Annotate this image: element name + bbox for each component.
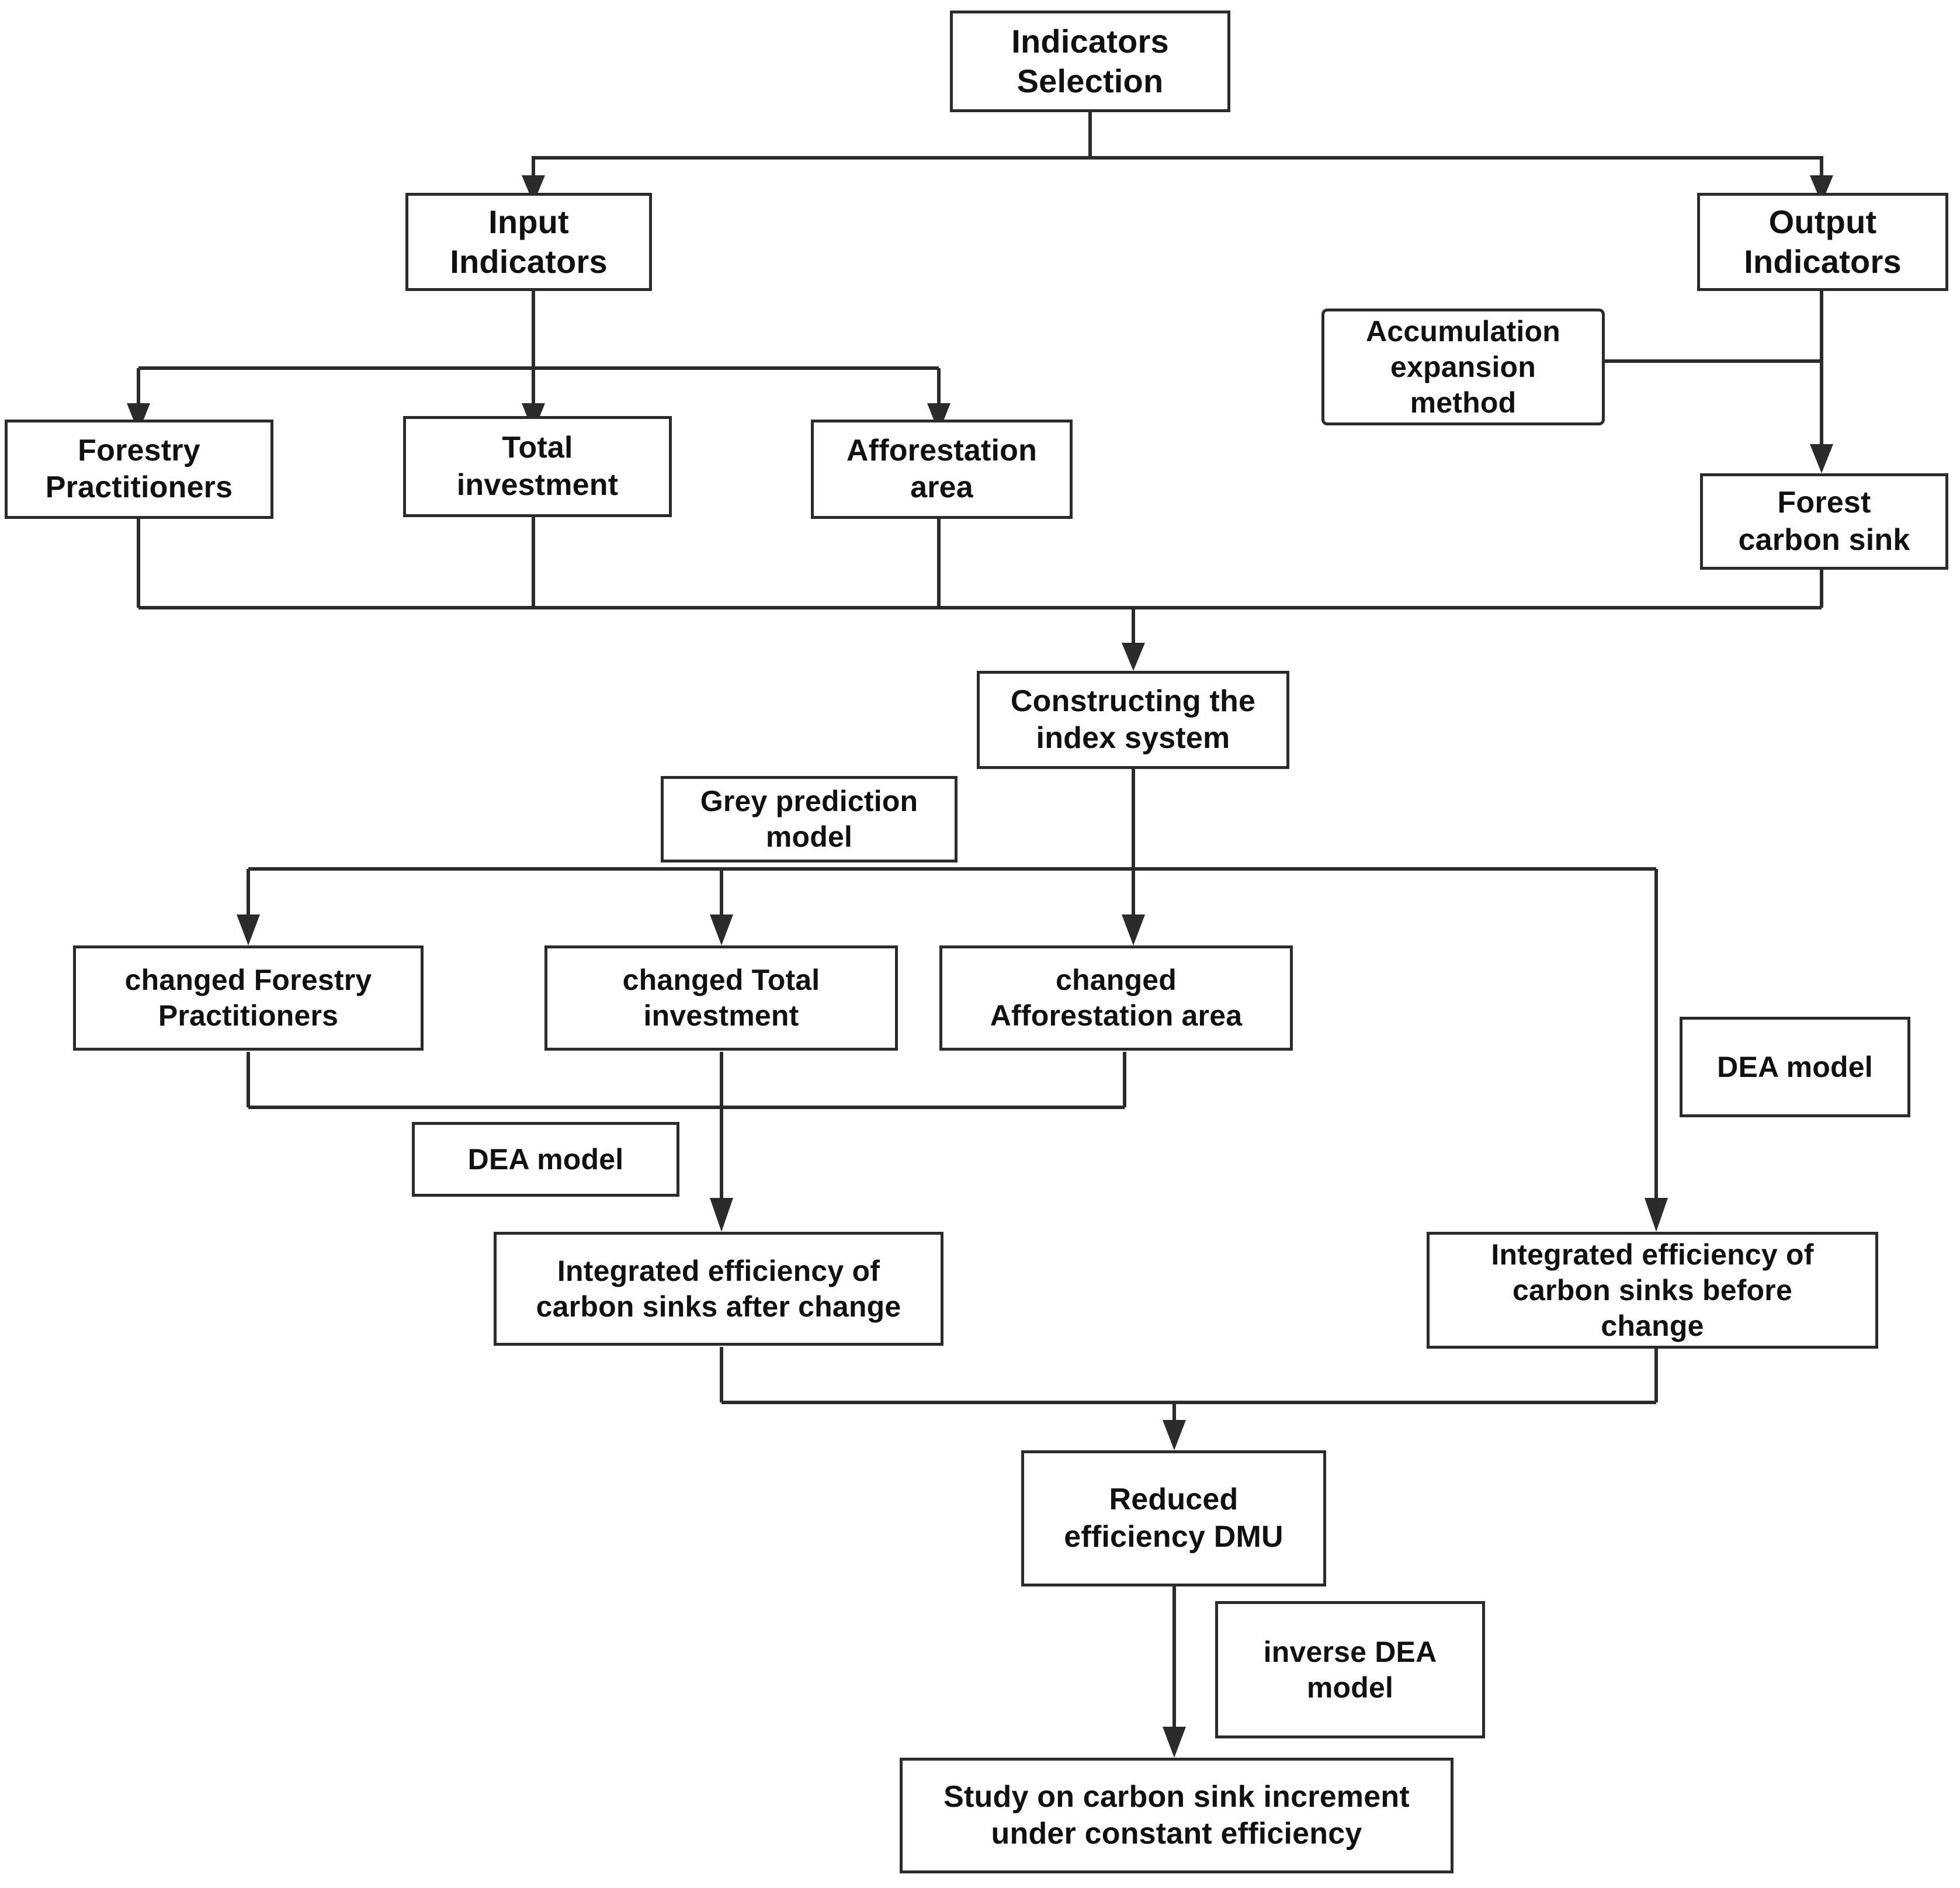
inverse-dea-line1: inverse DEA [1263, 1635, 1437, 1668]
forest-carbon-sink-line1: Forest [1777, 486, 1871, 520]
arrowhead-final-study [1163, 1727, 1186, 1758]
constructing-index-line2: index system [1036, 721, 1230, 755]
changed-afforestation-line2: Afforestation area [990, 999, 1243, 1032]
total-investment-line2: investment [456, 467, 619, 502]
dea-model-left-label: DEA model [467, 1142, 624, 1176]
accumulation-method-line2: expansion [1390, 350, 1536, 383]
node-changed-afforestation-area[interactable]: changed Afforestation area [939, 945, 1293, 1051]
arrowhead-changed-total-investment [710, 914, 733, 945]
arrowhead-constructing-index-system [1122, 643, 1145, 671]
node-grey-prediction-model[interactable]: Grey prediction model [661, 776, 958, 862]
node-inverse-dea-model[interactable]: inverse DEA model [1215, 1601, 1485, 1738]
accumulation-method-line3: method [1410, 386, 1517, 419]
node-output-indicators[interactable]: Output Indicators [1697, 193, 1948, 291]
reduced-dmu-line1: Reduced [1109, 1482, 1239, 1517]
grey-prediction-line1: Grey prediction [700, 785, 918, 817]
output-indicators-line2: Indicators [1744, 243, 1902, 280]
grey-prediction-line2: model [765, 820, 853, 853]
node-changed-forestry-practitioners[interactable]: changed Forestry Practitioners [73, 945, 424, 1051]
changed-investment-line1: changed Total [622, 964, 820, 996]
arrowhead-forest-carbon-sink [1810, 444, 1833, 473]
node-accumulation-expansion-method[interactable]: Accumulation expansion method [1321, 309, 1605, 425]
reduced-dmu-line2: efficiency DMU [1064, 1519, 1283, 1554]
dea-model-right-label: DEA model [1717, 1050, 1873, 1083]
forestry-practitioners-line2: Practitioners [45, 470, 233, 504]
changed-investment-line2: investment [643, 999, 799, 1032]
node-dea-model-right[interactable]: DEA model [1680, 1017, 1910, 1117]
node-constructing-index-system[interactable]: Constructing the index system [977, 671, 1289, 769]
arrowhead-changed-forestry-practitioners [237, 914, 260, 945]
final-study-line1: Study on carbon sink increment [943, 1779, 1410, 1814]
arrowhead-reduced-efficiency-dmu [1163, 1420, 1186, 1450]
accumulation-method-line1: Accumulation [1366, 314, 1560, 348]
node-dea-model-left[interactable]: DEA model [412, 1122, 679, 1197]
afforestation-area-line2: area [910, 470, 973, 504]
efficiency-before-line2: carbon sinks before [1513, 1273, 1792, 1307]
node-afforestation-area[interactable]: Afforestation area [811, 420, 1073, 519]
node-input-indicators[interactable]: Input Indicators [405, 193, 652, 291]
efficiency-after-line2: carbon sinks after change [536, 1290, 901, 1323]
node-changed-total-investment[interactable]: changed Total investment [544, 945, 898, 1051]
arrowhead-efficiency-after-change [710, 1198, 733, 1232]
input-indicators-line1: Input [488, 203, 569, 240]
changed-forestry-line2: Practitioners [158, 999, 339, 1032]
arrowhead-changed-afforestation-area [1122, 914, 1145, 945]
efficiency-after-line1: Integrated efficiency of [557, 1254, 880, 1287]
arrowhead-efficiency-before-change [1645, 1198, 1668, 1232]
changed-afforestation-line1: changed [1055, 964, 1177, 996]
forest-carbon-sink-line2: carbon sink [1738, 522, 1910, 557]
input-indicators-line2: Indicators [450, 243, 608, 280]
constructing-index-line1: Constructing the [1010, 684, 1256, 718]
afforestation-area-line1: Afforestation [846, 433, 1038, 467]
node-total-investment[interactable]: Total investment [403, 416, 672, 517]
node-final-study[interactable]: Study on carbon sink increment under con… [900, 1758, 1453, 1873]
forestry-practitioners-line1: Forestry [78, 433, 200, 467]
edge-selection-to-output [1090, 156, 1823, 175]
changed-forestry-line1: changed Forestry [124, 964, 372, 996]
efficiency-before-line3: change [1601, 1309, 1704, 1342]
node-indicators-selection[interactable]: Indicators Selection [950, 11, 1230, 112]
node-reduced-efficiency-dmu[interactable]: Reduced efficiency DMU [1021, 1450, 1326, 1586]
node-forest-carbon-sink[interactable]: Forest carbon sink [1700, 473, 1948, 570]
output-indicators-line1: Output [1768, 203, 1877, 240]
node-efficiency-after-change[interactable]: Integrated efficiency of carbon sinks af… [494, 1232, 943, 1346]
edge-selection-to-input [532, 112, 1092, 175]
final-study-line2: under constant efficiency [991, 1817, 1362, 1851]
efficiency-before-line1: Integrated efficiency of [1491, 1238, 1814, 1271]
total-investment-line1: Total [502, 431, 573, 465]
node-efficiency-before-change[interactable]: Integrated efficiency of carbon sinks be… [1427, 1232, 1878, 1349]
indicators-selection-line2: Selection [1017, 63, 1164, 99]
inverse-dea-line2: model [1306, 1671, 1394, 1704]
node-forestry-practitioners[interactable]: Forestry Practitioners [5, 420, 273, 519]
indicators-selection-line1: Indicators [1011, 22, 1169, 60]
